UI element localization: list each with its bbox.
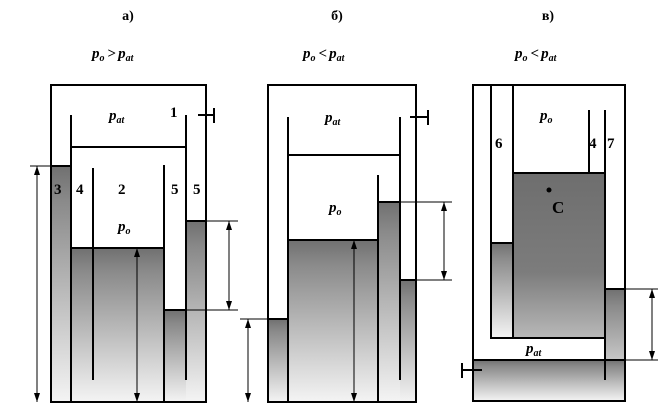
panel-a-inner-label: po	[116, 219, 131, 237]
label-5b: 5	[193, 182, 201, 198]
label-2: 2	[118, 182, 126, 198]
panel-c-gas-label: po	[538, 108, 553, 126]
inner-vessel	[70, 146, 187, 402]
panel-c-condition: po<pat	[513, 46, 558, 64]
liquid-closed-vessel	[513, 173, 605, 338]
label-3: 3	[54, 182, 62, 198]
panel-b-inner-label: po	[327, 200, 342, 218]
liquid-inner-vessel	[71, 248, 164, 402]
panel-b-condition: po<pat	[301, 46, 346, 64]
inner-vessel-b	[287, 154, 401, 402]
outer-vessel-b	[267, 84, 417, 403]
point-c-label: C	[552, 198, 564, 217]
panel-c: в) po<pat po pat 6 4 7 C	[461, 9, 658, 402]
panel-a: а) po>pat	[30, 9, 238, 403]
panel-c-bottom-label: pat	[524, 341, 543, 359]
panel-b: б) po<pat pat po	[240, 9, 452, 403]
label-4: 4	[76, 182, 84, 198]
label-5: 5	[171, 182, 179, 198]
liquid-column-5b	[186, 221, 206, 402]
panel-b-gas-label: pat	[323, 110, 342, 128]
label-6: 6	[495, 136, 503, 152]
label-1: 1	[170, 105, 178, 121]
liquid-column-5	[164, 310, 186, 402]
panel-b-letter: б)	[331, 9, 343, 24]
panel-a-gas-label: pat	[107, 108, 126, 126]
liquid-inner-vessel-b	[288, 240, 378, 402]
panel-a-condition: po>pat	[90, 46, 135, 64]
panel-c-letter: в)	[542, 9, 555, 24]
label-4c: 4	[589, 136, 597, 152]
panel-a-letter: а)	[122, 9, 134, 24]
liquid-column-3	[51, 166, 71, 402]
outer-vessel	[50, 84, 207, 403]
point-c-marker	[546, 187, 552, 193]
label-7: 7	[607, 136, 615, 152]
outer-vessel-c	[472, 84, 626, 402]
